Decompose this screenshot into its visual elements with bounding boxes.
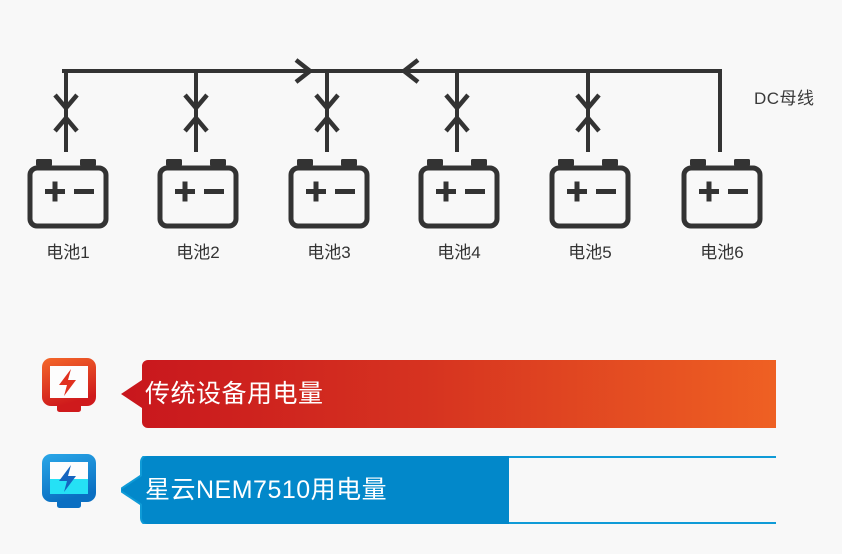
branch-arrow-down-icon-4 [444, 93, 470, 112]
branch-arrow-up-icon-4 [444, 114, 470, 133]
nem7510-bar [121, 456, 776, 524]
nem7510-bar-fill [121, 456, 509, 524]
traditional-bar [121, 360, 776, 428]
branch-arrow-up-icon-5 [575, 114, 601, 133]
battery-label-4: 电池4 [437, 243, 481, 262]
battery-label-1: 电池1 [46, 243, 90, 262]
battery-icon-5 [549, 159, 631, 229]
power-consumption-comparison: 传统设备用电量 星云NEM7510用电量 [0, 330, 842, 540]
battery-label-6: 电池6 [700, 243, 744, 262]
traditional-bar-label: 传统设备用电量 [145, 380, 324, 408]
dc-bus-battery-diagram: DC母线 电池1 电池2 电池3 电池4 电池5 电池6 [27, 58, 815, 262]
battery-icons [27, 159, 763, 229]
diagram-svg [27, 58, 763, 229]
branch-arrow-down-icon-1 [53, 93, 79, 112]
branch-arrow-down-icon-2 [183, 93, 209, 112]
comparison-row-traditional: 传统设备用电量 [0, 342, 842, 428]
power-meter-saving-icon [42, 454, 96, 508]
nem7510-bar-label: 星云NEM7510用电量 [145, 476, 388, 504]
dc-bus-label: DC母线 [754, 89, 815, 108]
bus-arrow-left-icon [400, 58, 420, 84]
battery-icon-4 [418, 159, 500, 229]
branch-arrow-up-icon-3 [314, 114, 340, 133]
battery-label-5: 电池5 [568, 243, 612, 262]
power-meter-icon [42, 358, 96, 412]
battery-label-3: 电池3 [307, 243, 351, 262]
battery-icon-6 [681, 159, 763, 229]
battery-icon-3 [288, 159, 370, 229]
branch-arrow-up-icon-1 [53, 114, 79, 133]
battery-icon-1 [27, 159, 109, 229]
battery-label-2: 电池2 [176, 243, 220, 262]
branch-arrow-up-icon-2 [183, 114, 209, 133]
branch-arrow-down-icon-5 [575, 93, 601, 112]
battery-icon-2 [157, 159, 239, 229]
bus-arrow-right-icon [294, 58, 314, 84]
comparison-row-nem7510: 星云NEM7510用电量 [0, 438, 842, 524]
branch-arrow-down-icon-3 [314, 93, 340, 112]
